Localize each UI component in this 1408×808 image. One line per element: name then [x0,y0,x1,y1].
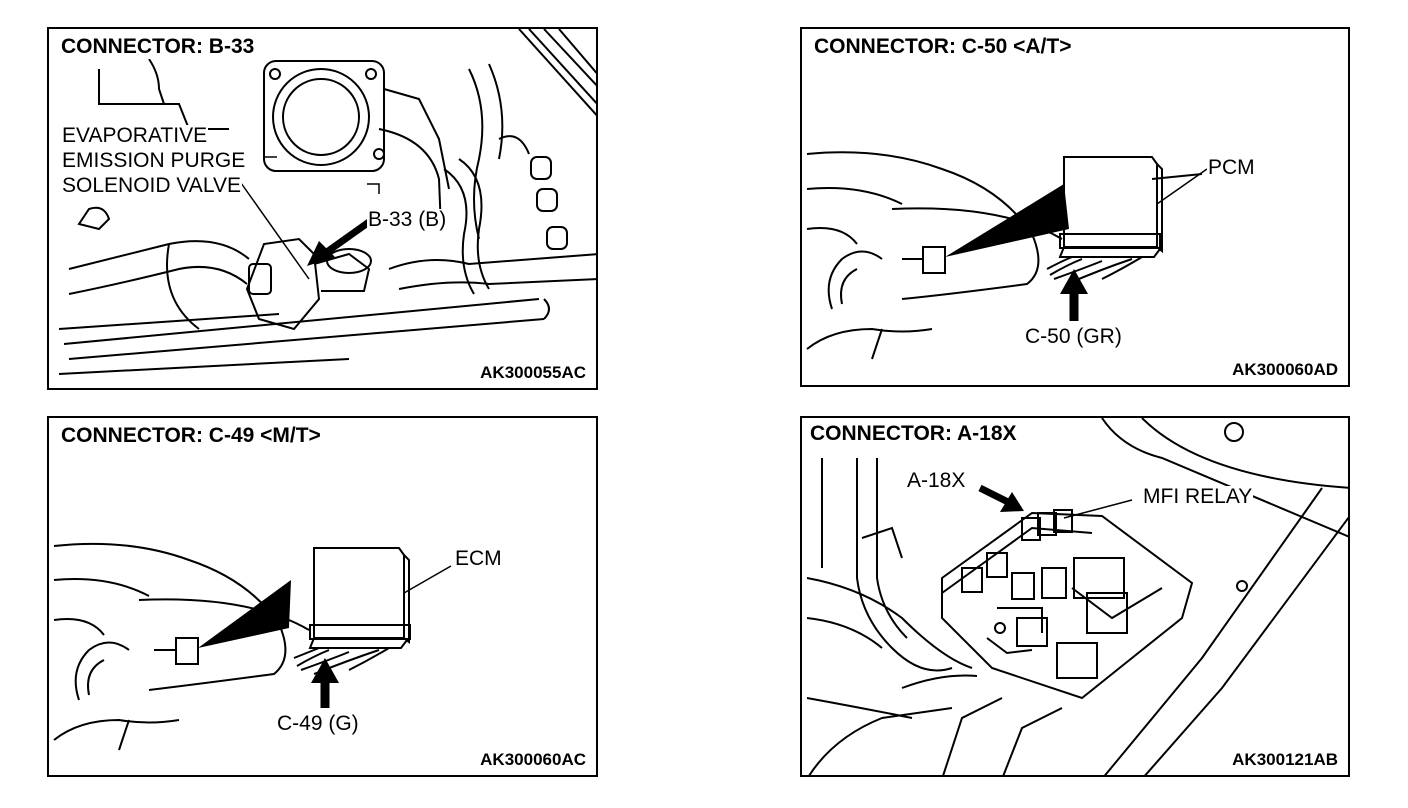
b33-illustration [58,29,596,375]
a18x-figure-code: AK300121AB [1232,750,1338,769]
a18x-component-label: MFI RELAY [1142,485,1254,508]
panel-connector-b33: CONNECTOR: B-33 EVAPORATIVE EMISSION PUR… [47,27,598,390]
c49-illustration [53,542,452,751]
b33-component-label-line2: EMISSION PURGE [61,149,247,172]
c50-figure-code: AK300060AD [1232,360,1338,379]
c49-component-label: ECM [454,547,503,570]
a18x-title: CONNECTOR: A-18X [808,422,1019,446]
b33-component-label-line3: SOLENOID VALVE [61,174,242,197]
b33-figure-code: AK300055AC [480,363,586,382]
b33-component-label-line1: EVAPORATIVE [61,124,209,147]
b33-connector-label: B-33 (B) [367,208,448,231]
panel-connector-a18x: CONNECTOR: A-18X A-18X MFI RELAY AK30012… [800,416,1350,777]
c50-connector-label: C-50 (GR) [1024,325,1123,348]
c50-title: CONNECTOR: C-50 <A/T> [812,35,1074,59]
a18x-illustration [806,418,1348,775]
c50-component-label: PCM [1207,156,1256,179]
a18x-connector-label: A-18X [906,469,967,492]
c50-illustration [806,151,1208,360]
panel-connector-c49: CONNECTOR: C-49 <M/T> ECM C-49 (G) AK300… [47,416,598,777]
b33-title: CONNECTOR: B-33 [59,35,257,59]
c49-title: CONNECTOR: C-49 <M/T> [59,424,323,448]
c49-connector-label: C-49 (G) [276,712,360,735]
c49-figure-code: AK300060AC [480,750,586,769]
panel-connector-c50: CONNECTOR: C-50 <A/T> PCM C-50 (GR) AK30… [800,27,1350,387]
